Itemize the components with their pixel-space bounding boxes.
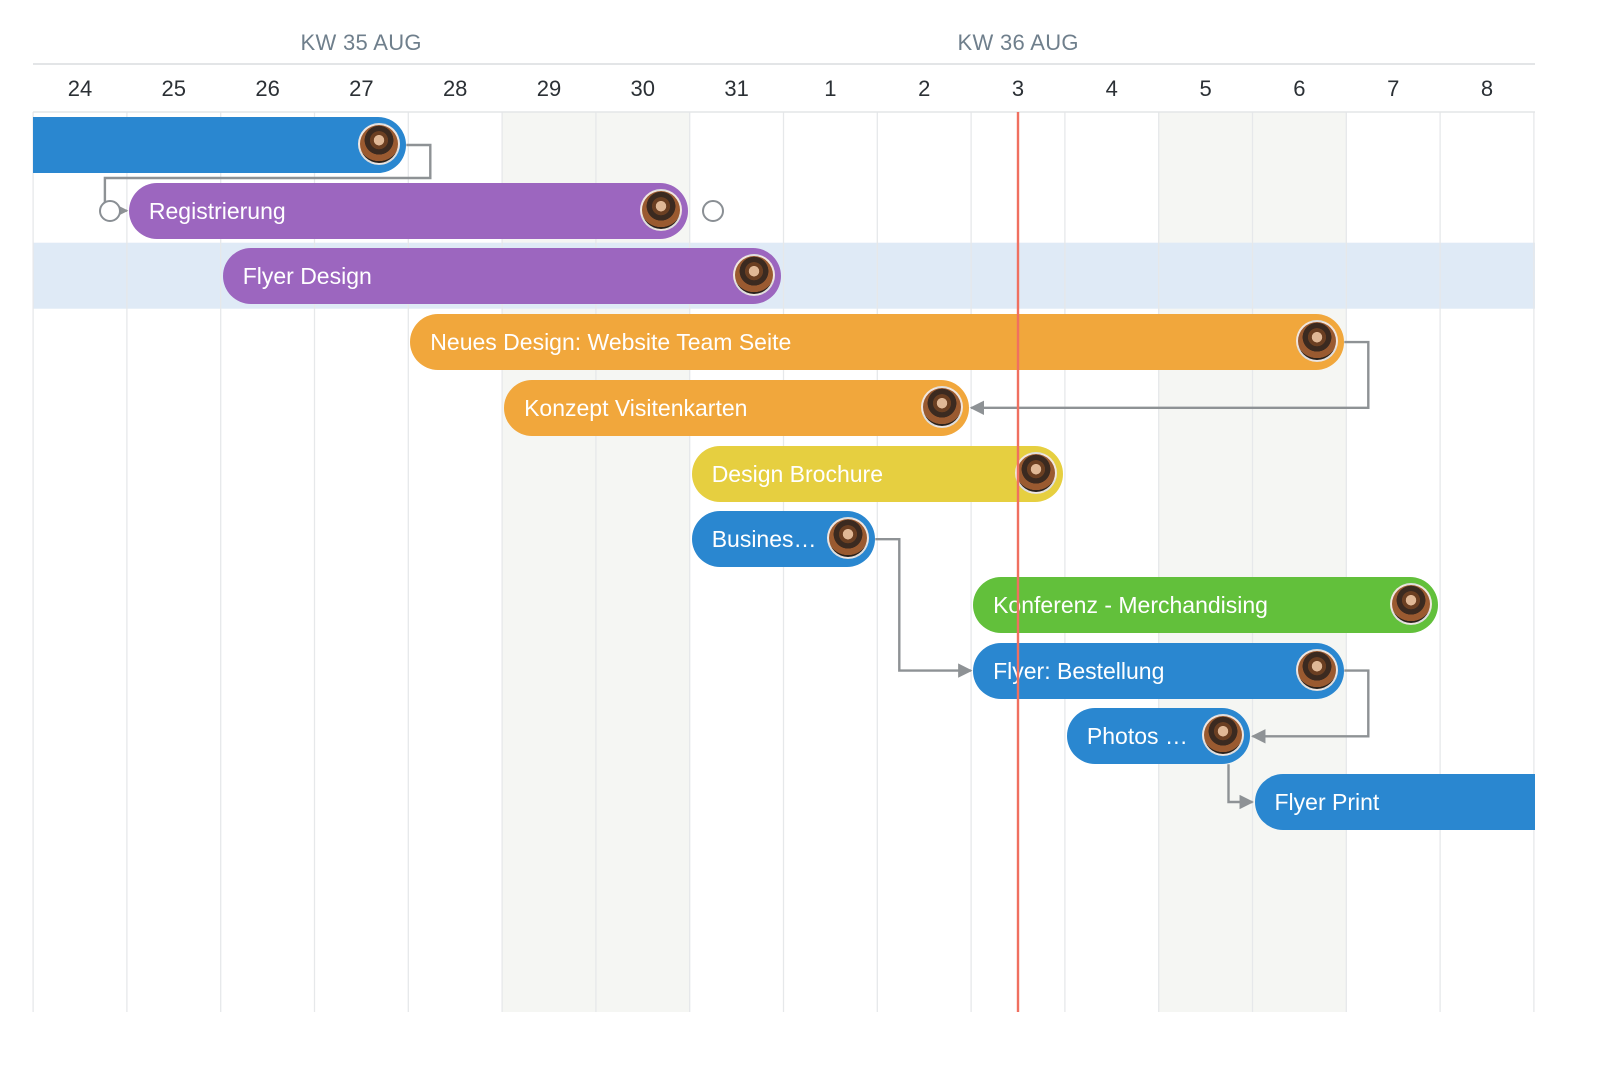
task-bar[interactable] <box>33 117 407 173</box>
link-handle-end[interactable] <box>701 199 724 222</box>
assignee-avatar[interactable] <box>1296 320 1339 363</box>
assignee-avatar[interactable] <box>1296 648 1339 691</box>
day-label[interactable]: 25 <box>161 76 187 101</box>
dependency-arrow <box>1251 669 1370 744</box>
day-label[interactable]: 6 <box>1293 76 1306 101</box>
task-bar[interactable]: Busines… <box>691 511 876 568</box>
assignee-avatar[interactable] <box>1202 714 1245 757</box>
task-bar[interactable]: Flyer: Bestellung <box>973 642 1345 699</box>
assignee-avatar[interactable] <box>639 188 682 231</box>
assignee-avatar[interactable] <box>733 254 776 297</box>
day-label[interactable]: 30 <box>630 76 656 101</box>
link-handle-start[interactable] <box>98 199 121 222</box>
task-bar[interactable]: Konzept Visitenkarten <box>504 379 970 436</box>
assignee-avatar[interactable] <box>1390 582 1433 625</box>
assignee-avatar[interactable] <box>358 123 401 165</box>
task-label: Busines… <box>711 526 817 553</box>
task-bar[interactable]: Photos … <box>1066 708 1251 765</box>
week-label: KW 35 AUG <box>300 30 422 55</box>
day-label[interactable]: 4 <box>1105 76 1118 101</box>
week-label: KW 36 AUG <box>957 30 1079 55</box>
day-label[interactable]: 24 <box>67 76 93 101</box>
day-label[interactable]: 2 <box>918 76 931 101</box>
day-label[interactable]: 1 <box>824 76 837 101</box>
task-bar[interactable]: Design Brochure <box>691 445 1063 502</box>
task-label: Konferenz - Merchandising <box>993 591 1268 618</box>
task-label: Neues Design: Website Team Seite <box>430 329 792 356</box>
task-label: Flyer Design <box>242 263 372 290</box>
assignee-avatar[interactable] <box>827 517 870 560</box>
day-label[interactable]: 7 <box>1387 76 1400 101</box>
day-label[interactable]: 5 <box>1199 76 1212 101</box>
day-label[interactable]: 29 <box>536 76 562 101</box>
task-label: Flyer Print <box>1274 789 1380 815</box>
assignee-avatar[interactable] <box>921 385 964 428</box>
day-label[interactable]: 3 <box>1011 76 1025 101</box>
day-label[interactable]: 26 <box>255 76 280 101</box>
day-label[interactable]: 27 <box>349 76 374 101</box>
assignee-avatar[interactable] <box>1014 451 1057 494</box>
dependency-arrow <box>1227 764 1254 810</box>
task-label: Registrierung <box>148 197 286 224</box>
task-bar[interactable]: Neues Design: Website Team Seite <box>410 314 1345 371</box>
task-bar[interactable]: Konferenz - Merchandising <box>973 576 1439 633</box>
task-bar[interactable]: Flyer Design <box>222 248 782 305</box>
day-label[interactable]: 31 <box>724 76 749 101</box>
task-label: Flyer: Bestellung <box>993 657 1165 684</box>
task-label: Design Brochure <box>711 460 883 487</box>
dependency-arrow <box>875 538 973 678</box>
task-bar[interactable]: Registrierung <box>128 182 688 239</box>
day-label[interactable]: 8 <box>1480 76 1494 101</box>
task-bar[interactable]: Flyer Print <box>1254 774 1535 830</box>
task-label: Photos … <box>1086 723 1188 750</box>
dependency-arrow <box>969 340 1370 415</box>
task-label: Konzept Visitenkarten <box>524 394 748 421</box>
day-label[interactable]: 28 <box>442 76 468 101</box>
